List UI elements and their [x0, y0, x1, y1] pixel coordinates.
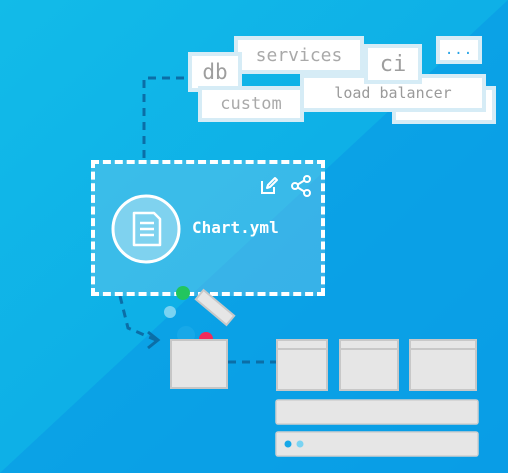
document-icon	[111, 194, 181, 264]
edit-icon[interactable]	[259, 176, 279, 196]
open-box-icon	[164, 286, 236, 389]
tag-services: services	[234, 36, 364, 74]
tag-ci: ci	[364, 44, 422, 84]
tag-db: db	[188, 52, 242, 92]
template-grid-icon	[275, 339, 479, 457]
tag-more[interactable]: ...	[436, 36, 482, 64]
tag-custom: custom	[198, 86, 304, 122]
chart-filename: Chart.yml	[192, 218, 279, 237]
share-icon[interactable]	[290, 175, 312, 197]
